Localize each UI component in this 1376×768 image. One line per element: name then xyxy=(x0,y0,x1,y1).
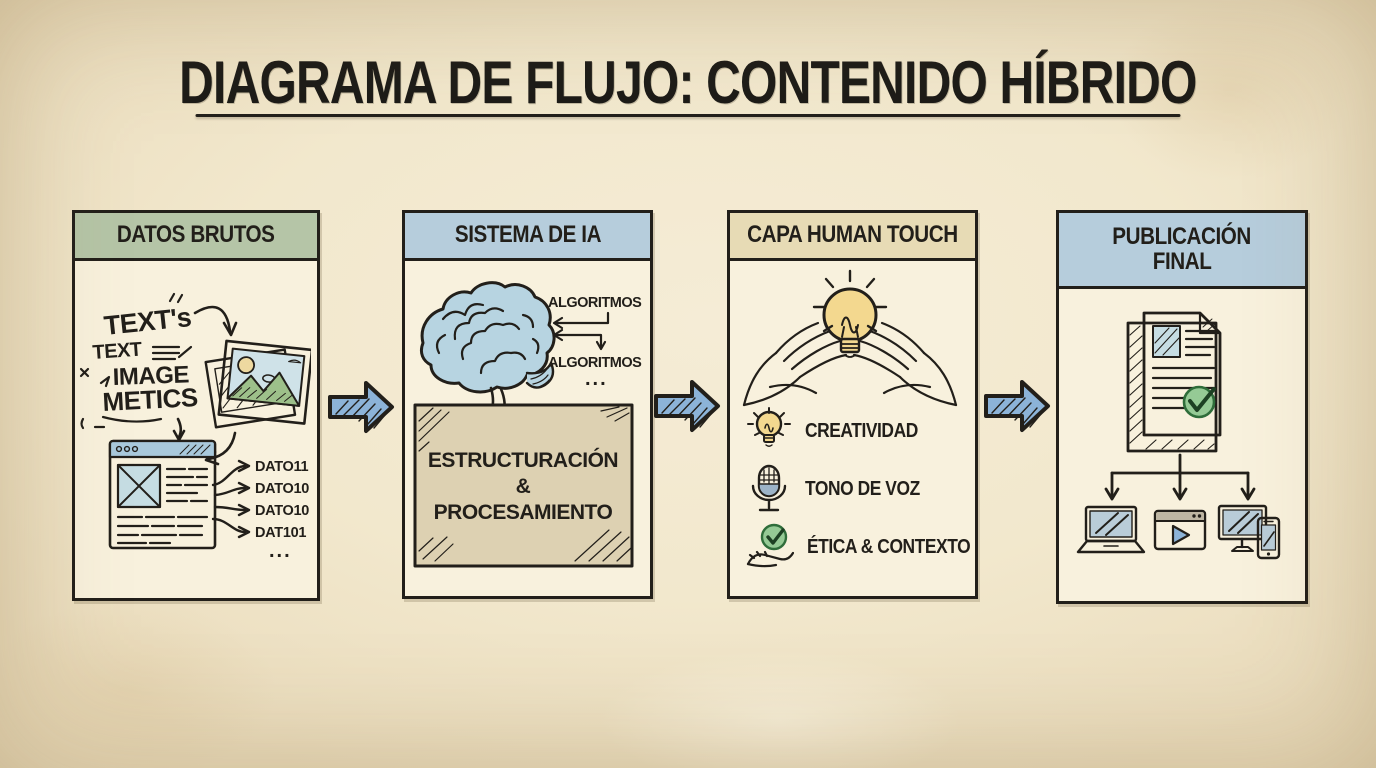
fan-arrows xyxy=(211,459,251,539)
arrow-right-icon xyxy=(654,380,720,432)
panel-datos-brutos-body: TEXT's TEXT IMAGE METICS xyxy=(75,261,317,595)
publicacion-final-illustration xyxy=(1076,311,1281,560)
microphone-icon xyxy=(751,464,787,512)
sistema-ia-illustration: ALGORITMOS ALGORITMOS ... xyxy=(413,281,643,568)
photo-stack-icon xyxy=(204,339,314,429)
panel-publicacion-final-title-line2: FINAL xyxy=(1152,247,1212,275)
data-output-labels: DATO11 DATO10 DATO10 DAT101 ... xyxy=(255,459,310,562)
panel-sistema-ia-title: SISTEMA DE IA xyxy=(454,221,601,249)
panel-sistema-ia: SISTEMA DE IA xyxy=(402,210,653,599)
brain-icon xyxy=(419,281,556,429)
panel-datos-brutos-title: DATOS BRUTOS xyxy=(117,221,275,249)
hand-check-icon xyxy=(746,523,794,568)
data-label: DATO11 xyxy=(255,459,309,475)
panel-datos-brutos: DATOS BRUTOS TEXT's TEXT IMAGE METICS xyxy=(72,210,320,601)
scribble-words: TEXT's TEXT IMAGE METICS xyxy=(79,292,199,430)
pen-marks xyxy=(79,292,193,430)
algoritmos-loop-arrows xyxy=(552,311,610,351)
data-label: DAT101 xyxy=(255,525,306,541)
page-title-text: DIAGRAMA DE FLUJO: CONTENIDO HÍBRIDO xyxy=(179,49,1197,116)
panel-sistema-ia-body: ALGORITMOS ALGORITMOS ... xyxy=(405,261,650,593)
paper-blotch xyxy=(520,620,1040,768)
open-hand xyxy=(746,550,794,568)
desktop-phone-icon xyxy=(1217,504,1281,560)
document-text-lines xyxy=(1151,329,1216,410)
browser-wireframe-icon xyxy=(108,439,217,550)
panel-publicacion-final-header: PUBLICACIÓN FINAL xyxy=(1059,213,1305,289)
corner-hatching xyxy=(418,406,632,562)
human-touch-row-tono: TONO DE VOZ xyxy=(746,464,937,513)
panel-datos-brutos-header: DATOS BRUTOS xyxy=(75,213,317,261)
panel-capa-human-touch: CAPA HUMAN TOUCH xyxy=(727,210,978,599)
arrow-right-icon xyxy=(328,381,394,433)
panel-capa-human-touch-body: CREATIVIDAD TONO DE VOZ xyxy=(730,261,975,593)
ellipsis: ... xyxy=(269,540,292,562)
page-title: DIAGRAMA DE FLUJO: CONTENIDO HÍBRIDO xyxy=(0,48,1376,117)
process-box-line3: PROCESAMIENTO xyxy=(434,501,613,524)
right-hand xyxy=(852,321,958,407)
left-hand xyxy=(742,321,848,407)
panel-publicacion-final: PUBLICACIÓN FINAL xyxy=(1056,210,1308,604)
panel-publicacion-final-title-line1: PUBLICACIÓN xyxy=(1112,222,1252,250)
human-touch-row-etica: ÉTICA & CONTEXTO xyxy=(746,523,995,571)
arrow-right-icon xyxy=(984,380,1050,432)
panel-capa-human-touch-title: CAPA HUMAN TOUCH xyxy=(747,221,958,249)
panel-capa-human-touch-header: CAPA HUMAN TOUCH xyxy=(730,213,975,261)
human-touch-row-creatividad: CREATIVIDAD xyxy=(746,407,935,455)
ellipsis: ... xyxy=(585,368,608,390)
scribble-image: IMAGE xyxy=(112,361,190,391)
laptop-icon xyxy=(1076,505,1146,554)
algoritmos-bottom-label: ALGORITMOS xyxy=(548,355,642,371)
hands-lightbulb-illustration xyxy=(742,269,958,407)
process-box-line2: & xyxy=(516,475,531,498)
document-check-icon xyxy=(1126,311,1222,453)
data-label: DATO10 xyxy=(255,481,309,497)
panel-publicacion-final-body xyxy=(1059,289,1305,595)
panel-sistema-ia-header: SISTEMA DE IA xyxy=(405,213,650,261)
process-box-line1: ESTRUCTURACIÓN xyxy=(428,448,618,472)
branch-arrows xyxy=(1104,453,1256,501)
human-touch-label: ÉTICA & CONTEXTO xyxy=(807,535,971,558)
process-box: ESTRUCTURACIÓN & PROCESAMIENTO xyxy=(413,403,634,568)
arrow-metics-down xyxy=(172,417,186,442)
arrow-to-photos xyxy=(193,305,238,337)
bulb-rays xyxy=(812,269,888,333)
algoritmos-top-label: ALGORITMOS xyxy=(548,295,642,311)
video-player-icon xyxy=(1153,509,1207,551)
scribble-texts: TEXT's xyxy=(102,302,192,341)
browser-text-lines xyxy=(116,467,209,545)
human-touch-label: CREATIVIDAD xyxy=(805,419,918,442)
data-label: DATO10 xyxy=(255,503,309,519)
lightbulb-illustration xyxy=(812,269,888,358)
human-touch-label: TONO DE VOZ xyxy=(805,477,920,500)
title-underline xyxy=(195,114,1181,117)
scribble-text: TEXT xyxy=(92,339,143,364)
datos-brutos-illustration: TEXT's TEXT IMAGE METICS xyxy=(79,292,314,562)
scribble-metics: METICS xyxy=(102,382,199,417)
lightbulb-icon xyxy=(747,407,791,447)
brain-gyri xyxy=(435,303,540,375)
